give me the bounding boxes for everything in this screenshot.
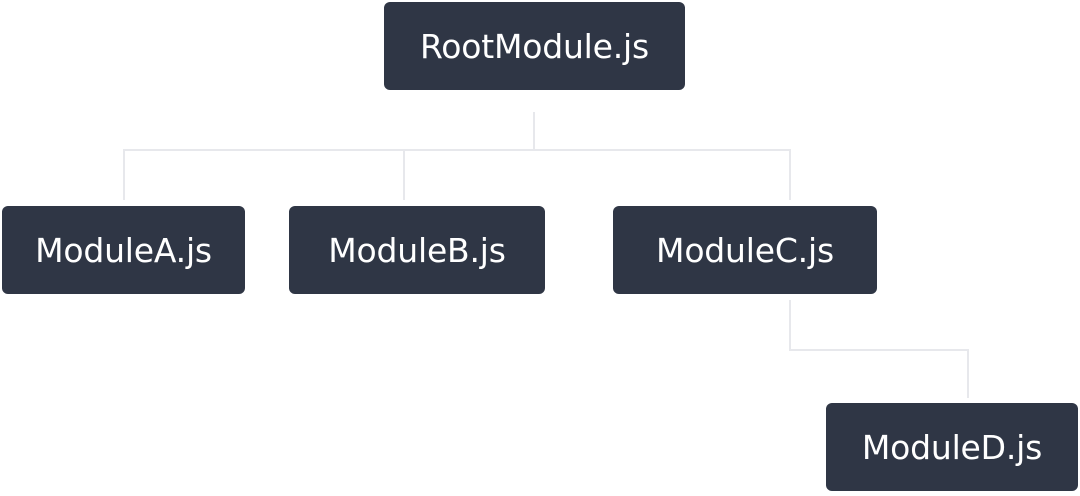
node-root-module-label: RootModule.js (419, 26, 649, 66)
node-module-a[interactable]: ModuleA.js (2, 206, 245, 294)
edge-module-c-to-module-d (789, 300, 969, 398)
node-root-module[interactable]: RootModule.js (384, 2, 685, 90)
node-module-a-label: ModuleA.js (35, 230, 212, 270)
edge-root-to-module-a (123, 112, 535, 200)
node-module-d[interactable]: ModuleD.js (826, 403, 1078, 491)
node-module-d-label: ModuleD.js (861, 427, 1043, 467)
edge-root-to-module-b (403, 112, 535, 200)
node-module-b[interactable]: ModuleB.js (289, 206, 545, 294)
node-module-b-label: ModuleB.js (328, 230, 506, 270)
node-module-c-label: ModuleC.js (656, 230, 834, 270)
node-module-c[interactable]: ModuleC.js (613, 206, 877, 294)
edge-root-to-module-c (533, 112, 791, 200)
